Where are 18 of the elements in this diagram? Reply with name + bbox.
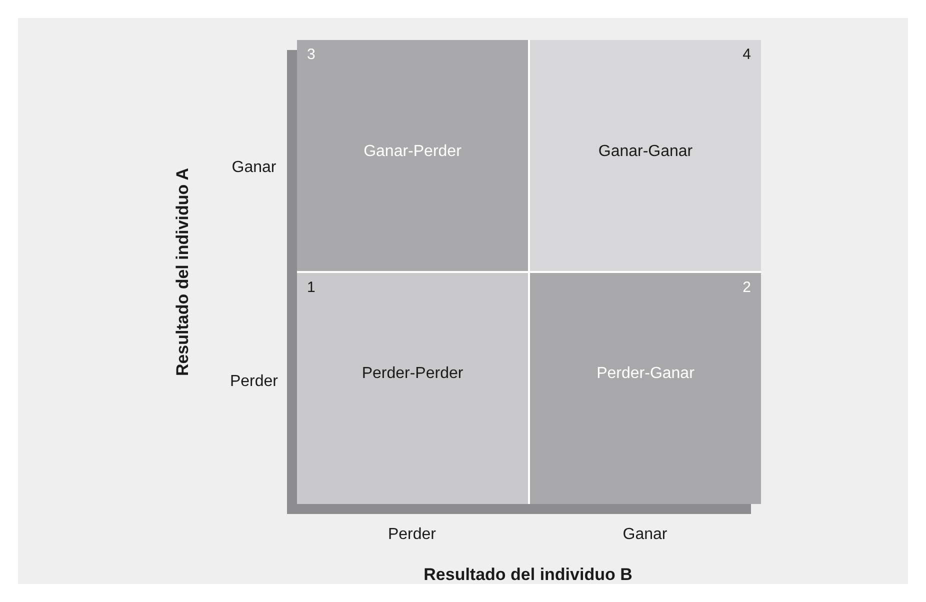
axis-title: Resultado del individuo A [173, 168, 193, 376]
quadrant-number: 2 [742, 279, 751, 296]
quadrant-panel [297, 40, 528, 271]
row-label: Ganar [232, 159, 276, 177]
row-label: Perder [230, 373, 278, 391]
column-label: Perder [388, 526, 436, 544]
quadrant-label: Perder-Ganar [596, 365, 694, 383]
quadrant-panel [297, 273, 528, 504]
quadrant-number: 3 [307, 46, 316, 63]
quadrant-panel [530, 40, 761, 271]
quadrant-label: Perder-Perder [362, 365, 464, 383]
quadrant-number: 1 [307, 279, 316, 296]
quadrant-label: Ganar-Perder [364, 143, 462, 161]
quadrant-panel [530, 273, 761, 504]
quadrant-label: Ganar-Ganar [598, 143, 693, 161]
quadrant-number: 4 [742, 46, 751, 63]
axis-title: Resultado del individuo B [424, 565, 632, 585]
column-label: Ganar [622, 526, 668, 544]
